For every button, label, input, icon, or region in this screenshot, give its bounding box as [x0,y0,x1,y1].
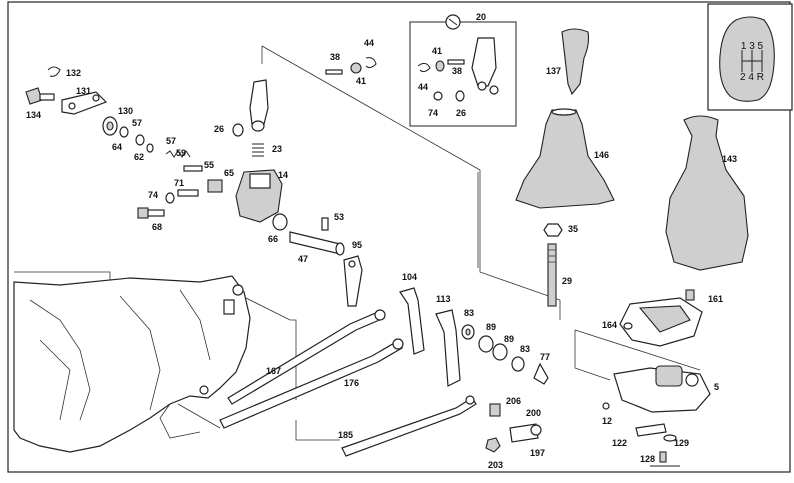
part-number-label: 104 [402,272,417,282]
selector-rods [219,255,549,457]
part-number-label: 14 [278,170,288,180]
part-number-label: 77 [540,352,550,362]
part-number-label: 113 [436,294,451,304]
part-number-label: 129 [674,438,689,448]
part-number-label: 89 [504,334,514,344]
part-number-label: 130 [118,106,133,116]
part-number-label: 23 [272,144,282,154]
part-number-label: 55 [204,160,214,170]
part-number-label: 47 [298,254,308,264]
part-number-label: 64 [112,142,122,152]
part-number-label: 66 [268,234,278,244]
part-number-label: 5 [714,382,719,392]
part-number-label: 65 [224,168,234,178]
part-number-label: 44 [364,38,374,48]
part-number-label: 62 [134,152,144,162]
part-number-label: 164 [602,320,617,330]
part-number-label: 71 [174,178,184,188]
diagram-frame [7,1,791,473]
central-lever-assembly [232,57,377,256]
part-number-label: 146 [594,150,609,160]
upper-left-components [25,66,223,219]
part-number-label: 12 [602,416,612,426]
part-number-label: 200 [526,408,541,418]
part-number-label: 95 [352,240,362,250]
part-number-label: 206 [506,396,521,406]
part-number-label: 131 [76,86,91,96]
part-number-label: 38 [330,52,340,62]
shift-knob [561,28,590,96]
tool-inset [409,14,517,127]
part-number-label: 143 [722,154,737,164]
part-number-label: 137 [546,66,561,76]
part-number-label: 185 [338,430,353,440]
transmission-housing [13,275,251,453]
part-number-label: 89 [486,322,496,332]
part-number-label: 20 [476,12,486,22]
part-number-label: 68 [152,222,162,232]
part-number-label: 35 [568,224,578,234]
part-number-label: 41 [356,76,366,86]
part-number-label: 53 [334,212,344,222]
part-number-label: 44 [418,82,428,92]
gate-bracket [619,289,703,347]
part-number-label: 167 [266,366,281,376]
shift-pattern-top: 1 3 5 [741,41,764,52]
shift-base [602,365,711,467]
part-number-label: 132 [66,68,81,78]
shift-pattern-bottom: 2 4 R [740,72,764,83]
part-number-label: 59 [176,148,186,158]
part-number-label: 203 [488,460,503,470]
part-number-label: 83 [464,308,474,318]
part-number-label: 26 [214,124,224,134]
shift-boot [515,108,615,209]
part-number-label: 38 [452,66,462,76]
lever-rod [543,223,563,307]
part-number-label: 57 [166,136,176,146]
part-number-label: 122 [612,438,627,448]
part-number-label: 74 [428,108,438,118]
part-number-label: 29 [562,276,572,286]
part-number-label: 128 [640,454,655,464]
part-number-label: 83 [520,344,530,354]
part-number-label: 26 [456,108,466,118]
shift-pattern-inset: 1 3 5 2 4 R [707,3,793,111]
part-number-label: 161 [708,294,723,304]
part-number-label: 57 [132,118,142,128]
part-number-label: 176 [344,378,359,388]
part-number-label: 134 [26,110,41,120]
part-number-label: 197 [530,448,545,458]
part-number-label: 74 [148,190,158,200]
part-number-label: 41 [432,46,442,56]
large-shift-boot [665,115,749,271]
